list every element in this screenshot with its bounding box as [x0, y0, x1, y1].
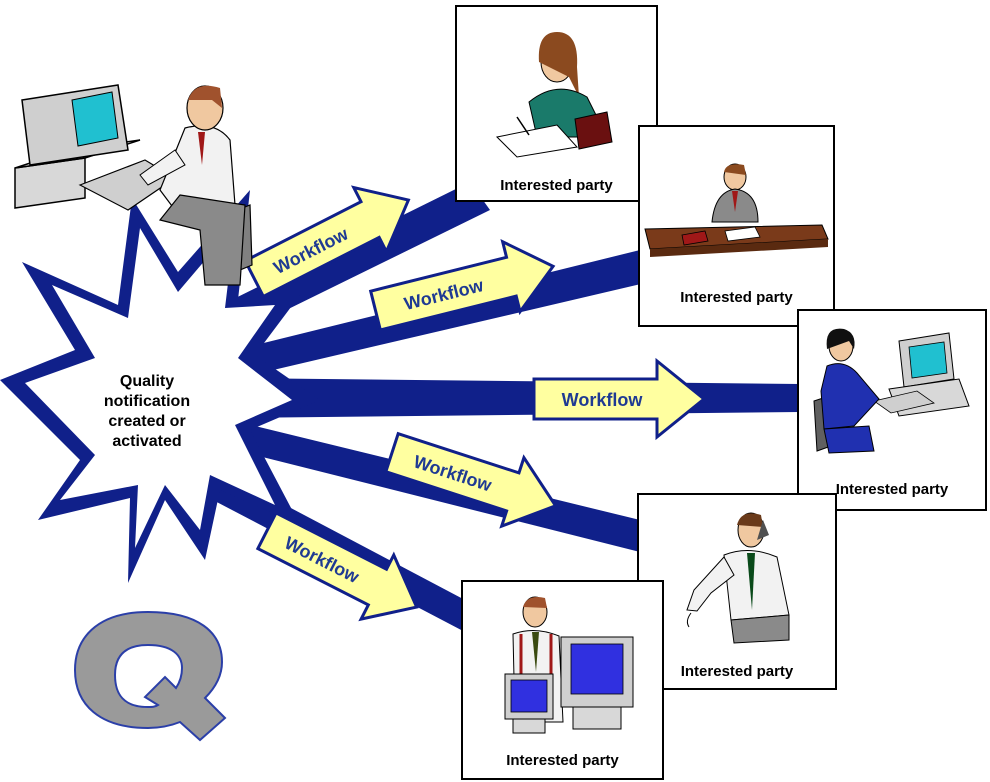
- party-label-4: Interested party: [680, 663, 794, 680]
- q-logo-icon: Q: [73, 610, 227, 742]
- workflow-arrow-3: Workflow: [532, 357, 707, 441]
- party-box-5: Interested party: [461, 580, 664, 780]
- party-box-2: Interested party: [638, 125, 835, 327]
- man-on-phone-icon: [686, 512, 790, 644]
- workflow-arrow-2: Workflow: [368, 239, 556, 332]
- notification-burst: [0, 190, 320, 583]
- party-label-1: Interested party: [500, 177, 613, 194]
- caption-line-1: Quality: [119, 373, 175, 390]
- caption-line-4: activated: [112, 433, 182, 450]
- woman-at-computer-icon: [813, 328, 970, 454]
- man-at-computer-icon: [14, 84, 253, 286]
- party-box-3: Interested party: [797, 309, 987, 511]
- workflow-label: Workflow: [562, 390, 644, 410]
- notification-caption: Quality notification created or activate…: [62, 372, 232, 452]
- party-label-2: Interested party: [680, 289, 793, 306]
- caption-line-3: created or: [108, 413, 186, 430]
- caption-line-2: notification: [103, 393, 191, 410]
- woman-writing-icon: [495, 32, 613, 158]
- man-with-computers-icon: [504, 596, 634, 734]
- party-label-5: Interested party: [506, 752, 619, 769]
- party-label-3: Interested party: [835, 481, 949, 498]
- party-box-4: Interested party: [637, 493, 837, 690]
- logo-letter: Q: [148, 684, 149, 686]
- party-box-1: Interested party: [455, 5, 658, 202]
- man-at-desk-icon: [644, 163, 829, 257]
